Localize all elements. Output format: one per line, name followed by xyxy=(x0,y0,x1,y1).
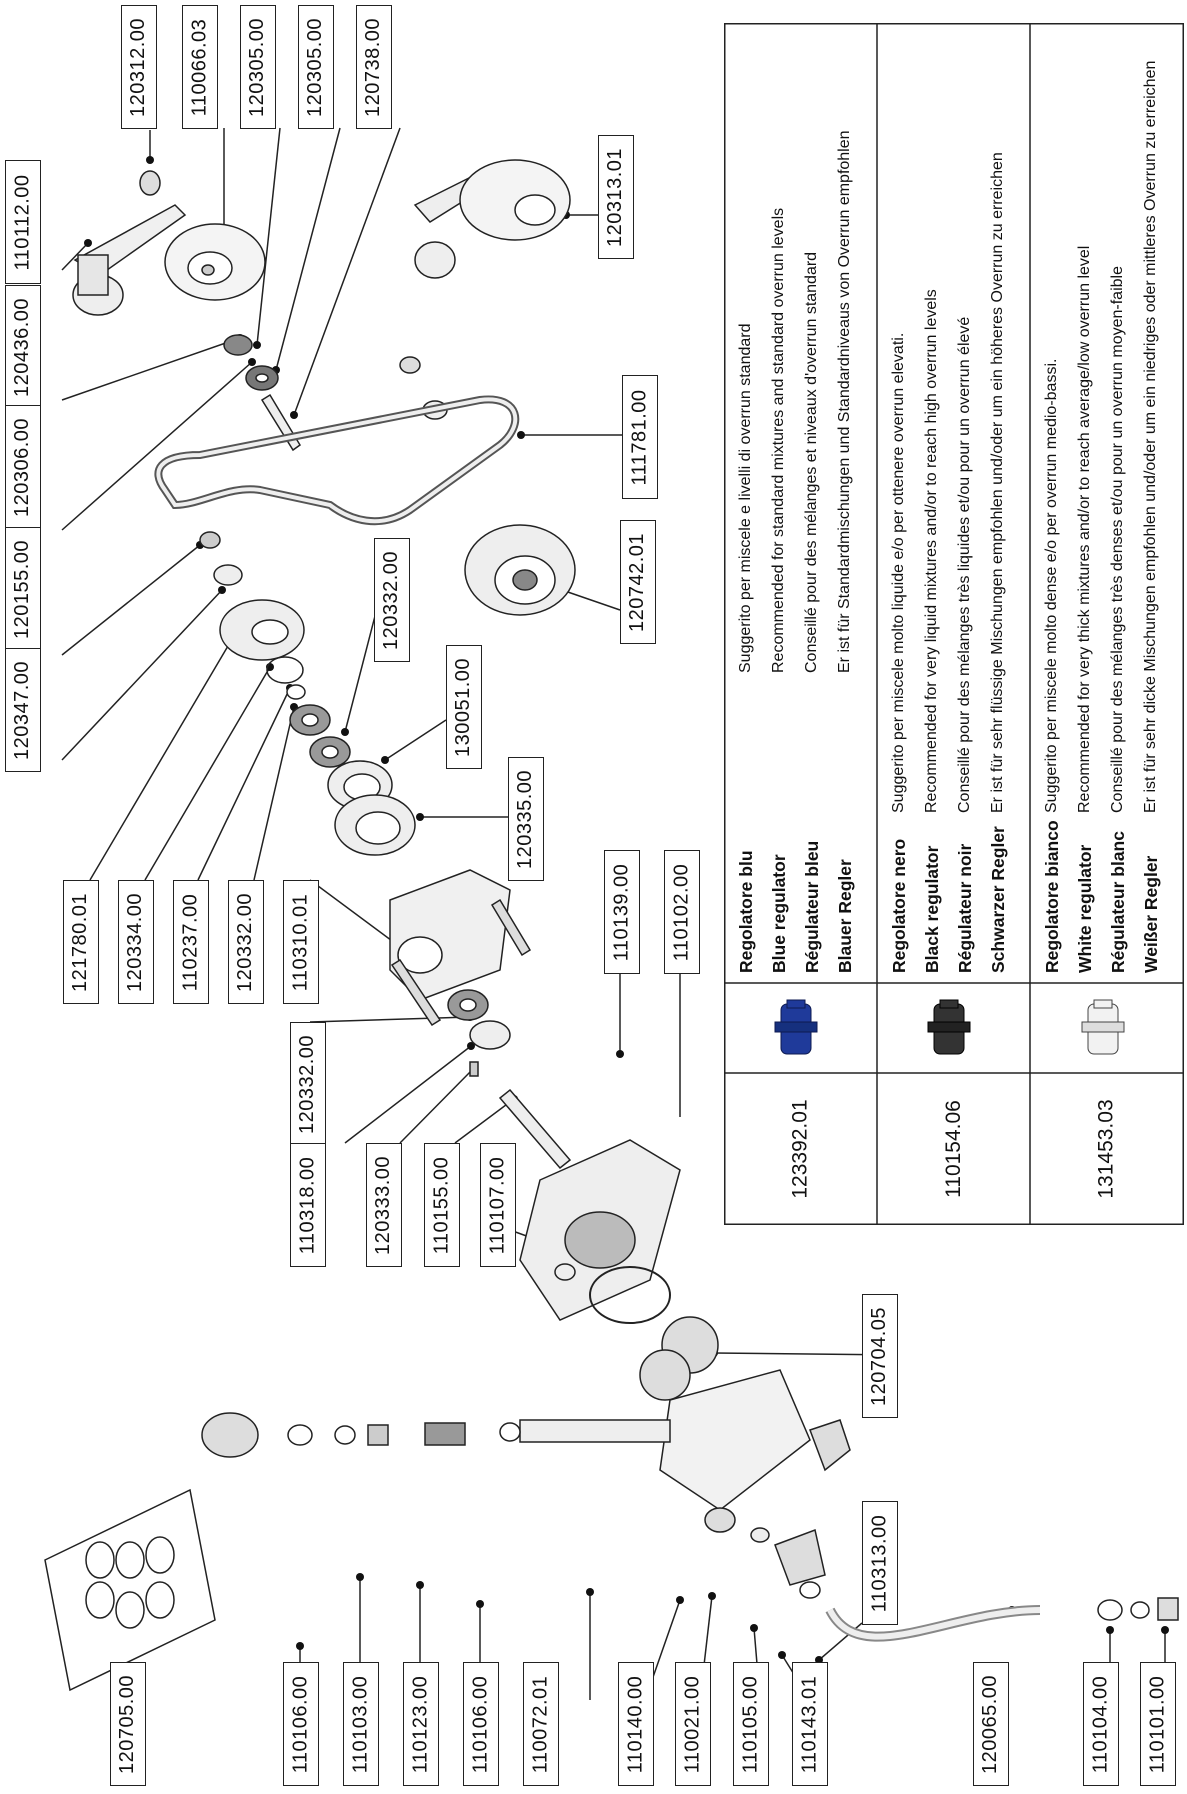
part-label: 110102.00 xyxy=(664,850,700,974)
name-it: Regolatore nero xyxy=(889,838,909,973)
part-label: 120332.00 xyxy=(374,538,410,662)
name-de: Blauer Regler xyxy=(835,859,855,973)
part-label: 110103.00 xyxy=(343,1662,379,1786)
part-label: 110107.00 xyxy=(480,1143,516,1267)
regulator-image-white xyxy=(1076,998,1136,1063)
part-label: 111781.00 xyxy=(622,375,658,499)
part-label: 120704.05 xyxy=(862,1294,898,1418)
part-label: 110104.00 xyxy=(1083,1662,1119,1786)
desc-de: Er ist für Standardmischungen und Standa… xyxy=(836,130,853,673)
part-label: 110139.00 xyxy=(604,850,640,974)
part-label: 120738.00 xyxy=(356,5,392,129)
part-label: 120742.01 xyxy=(620,520,656,644)
part-label: 110072.01 xyxy=(523,1662,559,1786)
regulator-image-blue xyxy=(769,998,829,1063)
name-en: Blue regulator xyxy=(769,854,789,973)
part-label: 110101.00 xyxy=(1140,1662,1176,1786)
desc-it: Suggerito per miscele e livelli di overr… xyxy=(737,323,754,673)
part-label: 110237.00 xyxy=(173,880,209,1004)
regulator-names: Regolatore blu Blue regulator Régulateur… xyxy=(736,841,868,1243)
part-label: 120306.00 xyxy=(5,405,41,529)
desc-de: Er ist für sehr flüssige Mischungen empf… xyxy=(989,152,1006,813)
name-fr: Régulateur bleu xyxy=(802,840,822,973)
part-label: 121780.01 xyxy=(63,880,99,1004)
part-label: 120347.00 xyxy=(5,648,41,772)
part-label: 120155.00 xyxy=(5,527,41,651)
part-label: 110140.00 xyxy=(618,1662,654,1786)
part-label: 120333.00 xyxy=(366,1143,402,1267)
part-label: 110143.01 xyxy=(792,1662,828,1786)
desc-it: Suggerito per miscele molto dense e/o pe… xyxy=(1043,358,1060,813)
desc-it: Suggerito per miscele molto liquide e/o … xyxy=(890,332,907,813)
part-label: 110313.00 xyxy=(862,1501,898,1625)
part-label: 120334.00 xyxy=(118,880,154,1004)
regulator-code: 131453.03 xyxy=(1095,1099,1118,1199)
name-fr: Régulateur noir xyxy=(955,843,975,973)
part-label: 120305.00 xyxy=(240,5,276,129)
part-label: 110155.00 xyxy=(424,1143,460,1267)
part-label: 130051.00 xyxy=(446,645,482,769)
name-it: Regolatore bianco xyxy=(1042,820,1062,973)
part-label: 120436.00 xyxy=(5,285,41,409)
desc-fr: Conseillé pour des mélanges très liquide… xyxy=(956,316,973,813)
regulator-table: 123392.01 Regolatore blu Blue regulator … xyxy=(724,23,1184,1225)
part-label: 110105.00 xyxy=(733,1662,769,1786)
part-label: 110123.00 xyxy=(403,1662,439,1786)
desc-en: Recommended for very liquid mixtures and… xyxy=(923,289,940,813)
name-de: Schwarzer Regler xyxy=(988,826,1008,973)
desc-en: Recommended for very thick mixtures and/… xyxy=(1076,245,1093,813)
part-label: 110106.00 xyxy=(283,1662,319,1786)
name-en: Black regulator xyxy=(922,845,942,973)
name-fr: Régulateur blanc xyxy=(1108,831,1128,973)
part-label: 120312.00 xyxy=(121,5,157,129)
regulator-code: 110154.06 xyxy=(941,1100,965,1198)
part-label: 110318.00 xyxy=(290,1143,326,1267)
desc-de: Er ist für sehr dicke Mischungen empfohl… xyxy=(1142,60,1159,813)
name-de: Weißer Regler xyxy=(1141,855,1161,973)
part-label: 120705.00 xyxy=(110,1662,146,1786)
name-it: Regolatore blu xyxy=(736,850,756,973)
part-label: 110106.00 xyxy=(463,1662,499,1786)
desc-fr: Conseillé pour des mélanges très denses … xyxy=(1109,266,1126,813)
part-label: 110112.00 xyxy=(5,160,41,284)
part-label: 110021.00 xyxy=(675,1662,711,1786)
regulator-image-black xyxy=(922,998,982,1063)
part-label: 120305.00 xyxy=(298,5,334,129)
part-label: 120335.00 xyxy=(508,757,544,881)
part-label: 120332.00 xyxy=(290,1022,326,1146)
part-label: 120332.00 xyxy=(228,880,264,1004)
part-label: 120065.00 xyxy=(973,1662,1009,1786)
part-label: 120313.01 xyxy=(598,135,634,259)
part-label: 110066.03 xyxy=(182,5,218,129)
desc-en: Recommended for standard mixtures and st… xyxy=(770,207,787,673)
desc-fr: Conseillé pour des mélanges et niveaux d… xyxy=(803,251,820,673)
name-en: White regulator xyxy=(1075,844,1095,973)
part-label: 110310.01 xyxy=(283,880,319,1004)
